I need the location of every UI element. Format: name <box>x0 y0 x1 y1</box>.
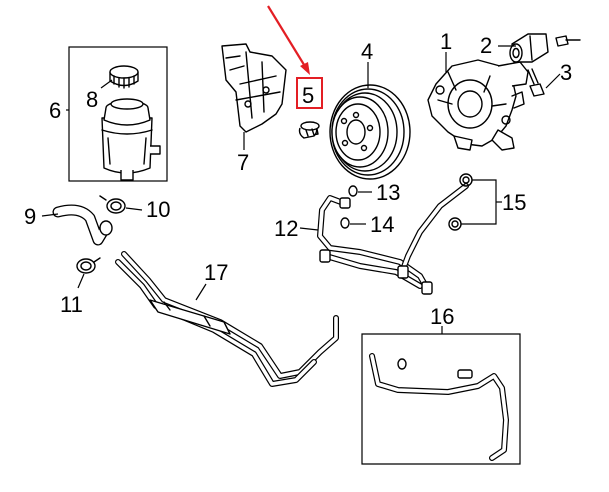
callout-15: 15 <box>502 190 526 215</box>
callout-7: 7 <box>237 150 249 175</box>
pump-part <box>427 59 529 151</box>
reservoir-box <box>68 46 168 182</box>
hose-assembly-part-12 <box>317 183 469 295</box>
fitting-part-2 <box>509 33 549 63</box>
callout-11: 11 <box>60 292 83 317</box>
callout-6: 6 <box>49 98 61 123</box>
callout-8: 8 <box>86 87 98 112</box>
clamp-part-10 <box>99 195 126 214</box>
pulley-part <box>329 84 411 180</box>
reservoir-group <box>68 46 168 182</box>
bolt-part-5 <box>298 121 320 139</box>
callout-10: 10 <box>146 197 170 222</box>
clamp-part-11 <box>76 257 101 274</box>
callout-9: 9 <box>24 204 36 229</box>
callout-labels: 1 2 3 4 5 6 7 8 9 10 11 12 13 14 15 16 1… <box>24 29 572 329</box>
callout-12: 12 <box>274 216 298 241</box>
reservoir-cap <box>109 65 139 89</box>
oring-part-14 <box>340 217 350 229</box>
highlight-box <box>296 77 323 109</box>
bolt-part-2b <box>555 35 581 47</box>
reservoir-body <box>101 98 161 181</box>
oring-part-13 <box>348 185 358 197</box>
callout-1: 1 <box>440 29 452 54</box>
callout-16: 16 <box>430 304 454 329</box>
callout-14: 14 <box>370 212 394 237</box>
highlight-arrowhead <box>300 62 310 75</box>
bolt-part-3 <box>527 68 545 97</box>
callout-5: 5 <box>302 83 314 108</box>
cooler-line-part-17 <box>115 251 339 387</box>
pressure-line-box <box>361 333 521 465</box>
oring-part-15 <box>448 173 473 231</box>
bracket-part <box>221 43 287 133</box>
callout-2: 2 <box>480 33 492 58</box>
highlight-indicator <box>267 5 323 109</box>
hose-part-9 <box>52 204 113 246</box>
callout-3: 3 <box>560 60 572 85</box>
highlight-arrow <box>267 5 307 69</box>
pressure-line-group <box>361 333 521 465</box>
callout-13: 13 <box>376 180 400 205</box>
callout-17: 17 <box>204 260 228 285</box>
callout-4: 4 <box>361 39 373 64</box>
leader-lines <box>41 45 561 334</box>
